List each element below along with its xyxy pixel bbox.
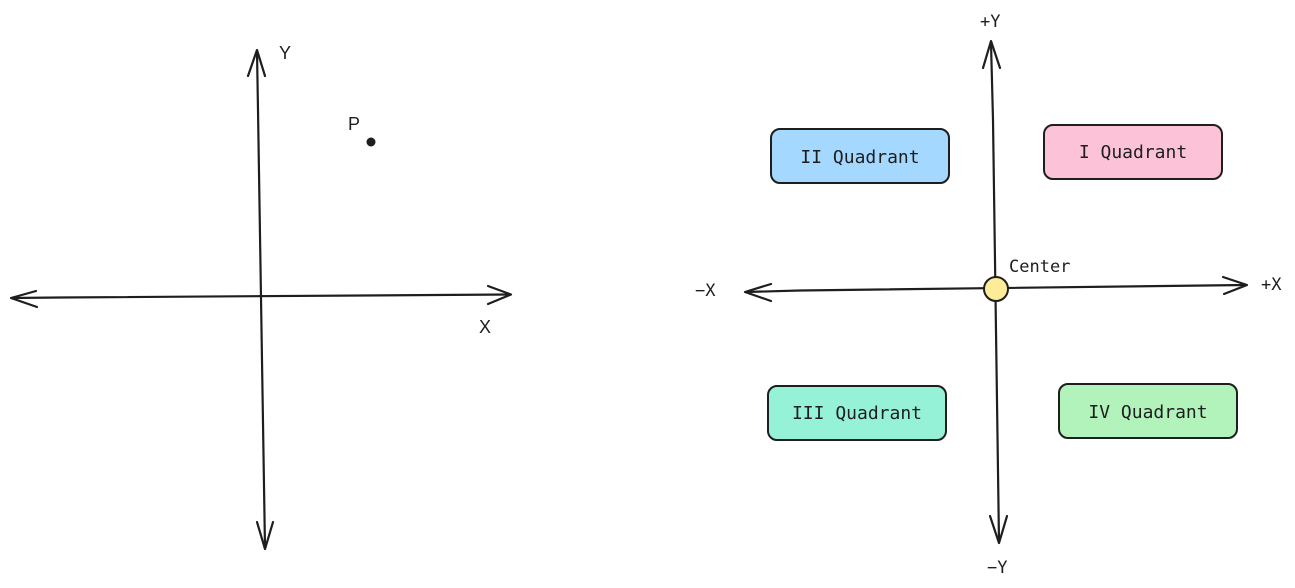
left-y-axis-label: Y xyxy=(279,43,291,63)
pos-y-label: +Y xyxy=(980,12,1000,32)
quadrant-1-label: I Quadrant xyxy=(1079,142,1187,163)
left-x-axis-arrowhead-right xyxy=(486,284,513,306)
quadrant-1-box: I Quadrant xyxy=(1043,124,1223,180)
quadrant-3-label: III Quadrant xyxy=(792,403,922,424)
neg-x-label: −X xyxy=(695,281,716,301)
center-label: Center xyxy=(1009,257,1070,277)
quadrant-3-box: III Quadrant xyxy=(767,385,947,441)
left-y-axis xyxy=(255,50,267,550)
right-x-axis-arrowhead-left xyxy=(743,282,773,303)
right-y-axis xyxy=(989,41,1001,544)
quadrant-4-box: IV Quadrant xyxy=(1058,383,1238,439)
quadrant-2-label: II Quadrant xyxy=(800,147,919,168)
point-p-label: P xyxy=(348,114,360,134)
quadrant-2-box: II Quadrant xyxy=(770,128,950,184)
point-p-dot xyxy=(366,137,376,147)
left-y-axis-arrowhead-bottom xyxy=(255,520,275,551)
left-x-axis-arrowhead-left xyxy=(9,289,39,309)
center-point xyxy=(983,276,1009,302)
right-y-axis-arrowhead-top xyxy=(981,39,1002,70)
right-quadrant-diagram: +Y −Y +X −X Center II Quadrant I Quadran… xyxy=(695,12,1282,578)
left-x-axis-label: X xyxy=(479,317,491,337)
pos-x-label: +X xyxy=(1261,275,1282,295)
right-x-axis xyxy=(744,283,1248,294)
left-coordinate-diagram: Y X P xyxy=(9,43,513,551)
right-x-axis-arrowhead-right xyxy=(1221,275,1249,296)
left-y-axis-arrowhead-top xyxy=(246,48,267,78)
left-x-axis xyxy=(10,293,512,300)
neg-y-label: −Y xyxy=(987,558,1007,578)
right-y-axis-arrowhead-bottom xyxy=(988,514,1009,545)
quadrant-4-label: IV Quadrant xyxy=(1088,402,1207,423)
